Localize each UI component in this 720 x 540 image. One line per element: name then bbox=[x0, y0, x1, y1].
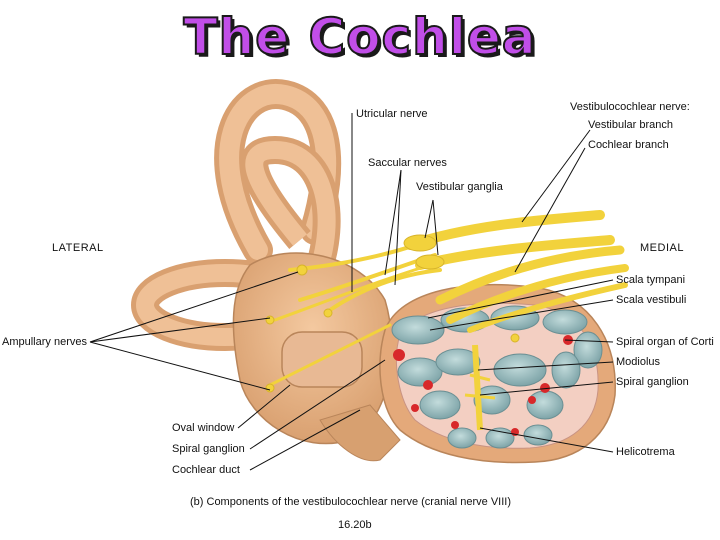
ganglia bbox=[265, 234, 520, 393]
label-helicotrema: Helicotrema bbox=[616, 446, 675, 458]
slide-title: The Cochlea bbox=[182, 7, 537, 67]
label-lateral: LATERAL bbox=[52, 242, 104, 254]
label-vestibular-ganglia: Vestibular ganglia bbox=[416, 181, 503, 193]
label-cochlear-duct: Cochlear duct bbox=[172, 464, 240, 476]
label-spiral-ganglion-left: Spiral ganglion bbox=[172, 443, 245, 455]
label-modiolus: Modiolus bbox=[616, 356, 661, 368]
semicircular-canals bbox=[131, 79, 342, 351]
label-vestibulocochlear-nerve: Vestibulocochlear nerve: bbox=[570, 101, 690, 113]
label-oval-window: Oval window bbox=[172, 422, 235, 434]
figure-number: 16.20b bbox=[338, 519, 372, 531]
label-spiral-ganglion-right: Spiral ganglion bbox=[616, 376, 689, 388]
label-vestibular-branch: Vestibular branch bbox=[588, 119, 673, 131]
label-scala-vestibuli: Scala vestibuli bbox=[616, 294, 687, 306]
label-medial: MEDIAL bbox=[640, 242, 684, 254]
label-saccular-nerves: Saccular nerves bbox=[368, 157, 447, 169]
label-cochlear-branch: Cochlear branch bbox=[588, 139, 669, 151]
cochlea bbox=[379, 283, 616, 464]
figure-caption: (b) Components of the vestibulocochlear … bbox=[190, 496, 511, 508]
label-ampullary-nerves: Ampullary nerves bbox=[2, 336, 87, 348]
label-utricular-nerve: Utricular nerve bbox=[356, 108, 428, 120]
label-scala-tympani: Scala tympani bbox=[616, 274, 686, 286]
label-spiral-organ: Spiral organ of Corti bbox=[616, 336, 714, 348]
leader-lines bbox=[89, 113, 614, 471]
